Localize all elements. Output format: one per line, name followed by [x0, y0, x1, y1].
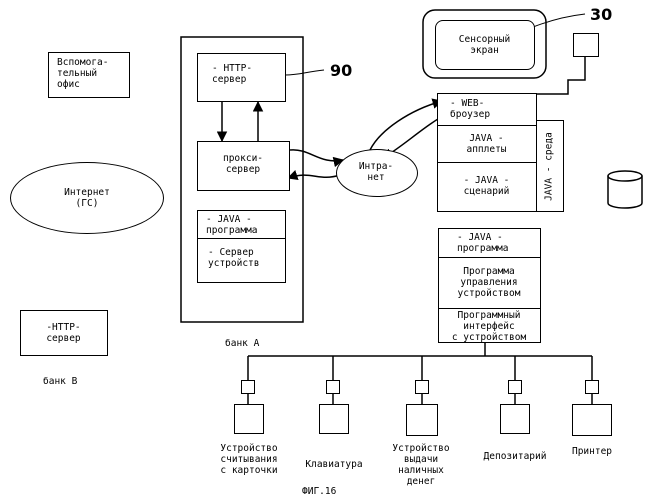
java-env-label: JAVA - среда	[544, 122, 555, 212]
card-reader-box	[234, 404, 264, 434]
device-server-box: - Сервер устройств	[197, 238, 286, 283]
bank-b-label: банк В	[43, 376, 77, 387]
database-icon	[608, 171, 642, 208]
depositary-port	[508, 380, 522, 394]
java-env-box: JAVA - среда	[536, 120, 564, 212]
http-server-a-box: - HTTP- сервер	[197, 53, 286, 102]
java-program-term-label: - JAVA - программа	[457, 232, 508, 254]
device-interface-label: Программный интерфейс с устройством	[439, 310, 539, 343]
touch-screen-label: Сенсорный экран	[436, 34, 533, 56]
reference-90: 90	[330, 61, 352, 80]
printer-label: Принтер	[552, 446, 632, 457]
printer-box	[572, 404, 612, 436]
bank-a-label: банк А	[225, 338, 259, 349]
depositary-box	[500, 404, 530, 434]
device-control-label: Программа управления устройством	[439, 266, 539, 299]
intranet-label: Интра- нет	[337, 161, 415, 183]
terminal-connector-box	[573, 33, 599, 57]
keyboard-port	[326, 380, 340, 394]
device-control-box: Программа управления устройством	[438, 257, 541, 309]
keyboard-box	[319, 404, 349, 434]
device-interface-box: Программный интерфейс с устройством	[438, 308, 541, 343]
cash-dispenser-box	[406, 404, 438, 436]
http-server-b-box: -HTTP- сервер	[20, 310, 108, 356]
cash-dispenser-label: Устройство выдачи наличных денег	[368, 443, 474, 487]
arrow-proxy-to-intranet	[290, 150, 343, 161]
figure-caption: ФИГ.16	[302, 486, 336, 497]
card-reader-port	[241, 380, 255, 394]
java-program-a-label: - JAVA - программа	[206, 214, 257, 236]
java-applets-label: JAVA - апплеты	[438, 133, 535, 155]
printer-port	[585, 380, 599, 394]
web-browser-box: - WEB- броузер	[437, 93, 537, 126]
internet-ellipse: Интернет (ГС)	[10, 162, 164, 234]
proxy-server-box: прокси- сервер	[197, 141, 290, 191]
depositary-label: Депозитарий	[467, 451, 563, 462]
java-applets-box: JAVA - апплеты	[437, 125, 537, 163]
back-office-box: Вспомога- тельный офис	[48, 52, 130, 98]
touch-screen-box: Сенсорный экран	[435, 20, 535, 70]
internet-label: Интернет (ГС)	[11, 187, 163, 209]
back-office-label: Вспомога- тельный офис	[57, 57, 108, 90]
reference-30: 30	[590, 5, 612, 24]
device-server-label: - Сервер устройств	[208, 247, 259, 269]
java-program-term-box: - JAVA - программа	[438, 228, 541, 258]
java-program-a-box: - JAVA - программа	[197, 210, 286, 239]
intranet-ellipse: Интра- нет	[336, 149, 418, 197]
web-browser-label: - WEB- броузер	[450, 98, 490, 120]
leader-90	[285, 70, 324, 75]
cash-dispenser-port	[415, 380, 429, 394]
arrow-intranet-to-proxy	[288, 175, 340, 178]
java-scenario-label: - JAVA - сценарий	[438, 175, 535, 197]
proxy-server-label: прокси- сервер	[198, 153, 288, 175]
java-scenario-box: - JAVA - сценарий	[437, 162, 537, 212]
connector-link-terminal	[536, 56, 585, 94]
http-server-a-label: - HTTP- сервер	[212, 63, 252, 85]
http-server-b-label: -HTTP- сервер	[21, 322, 106, 344]
